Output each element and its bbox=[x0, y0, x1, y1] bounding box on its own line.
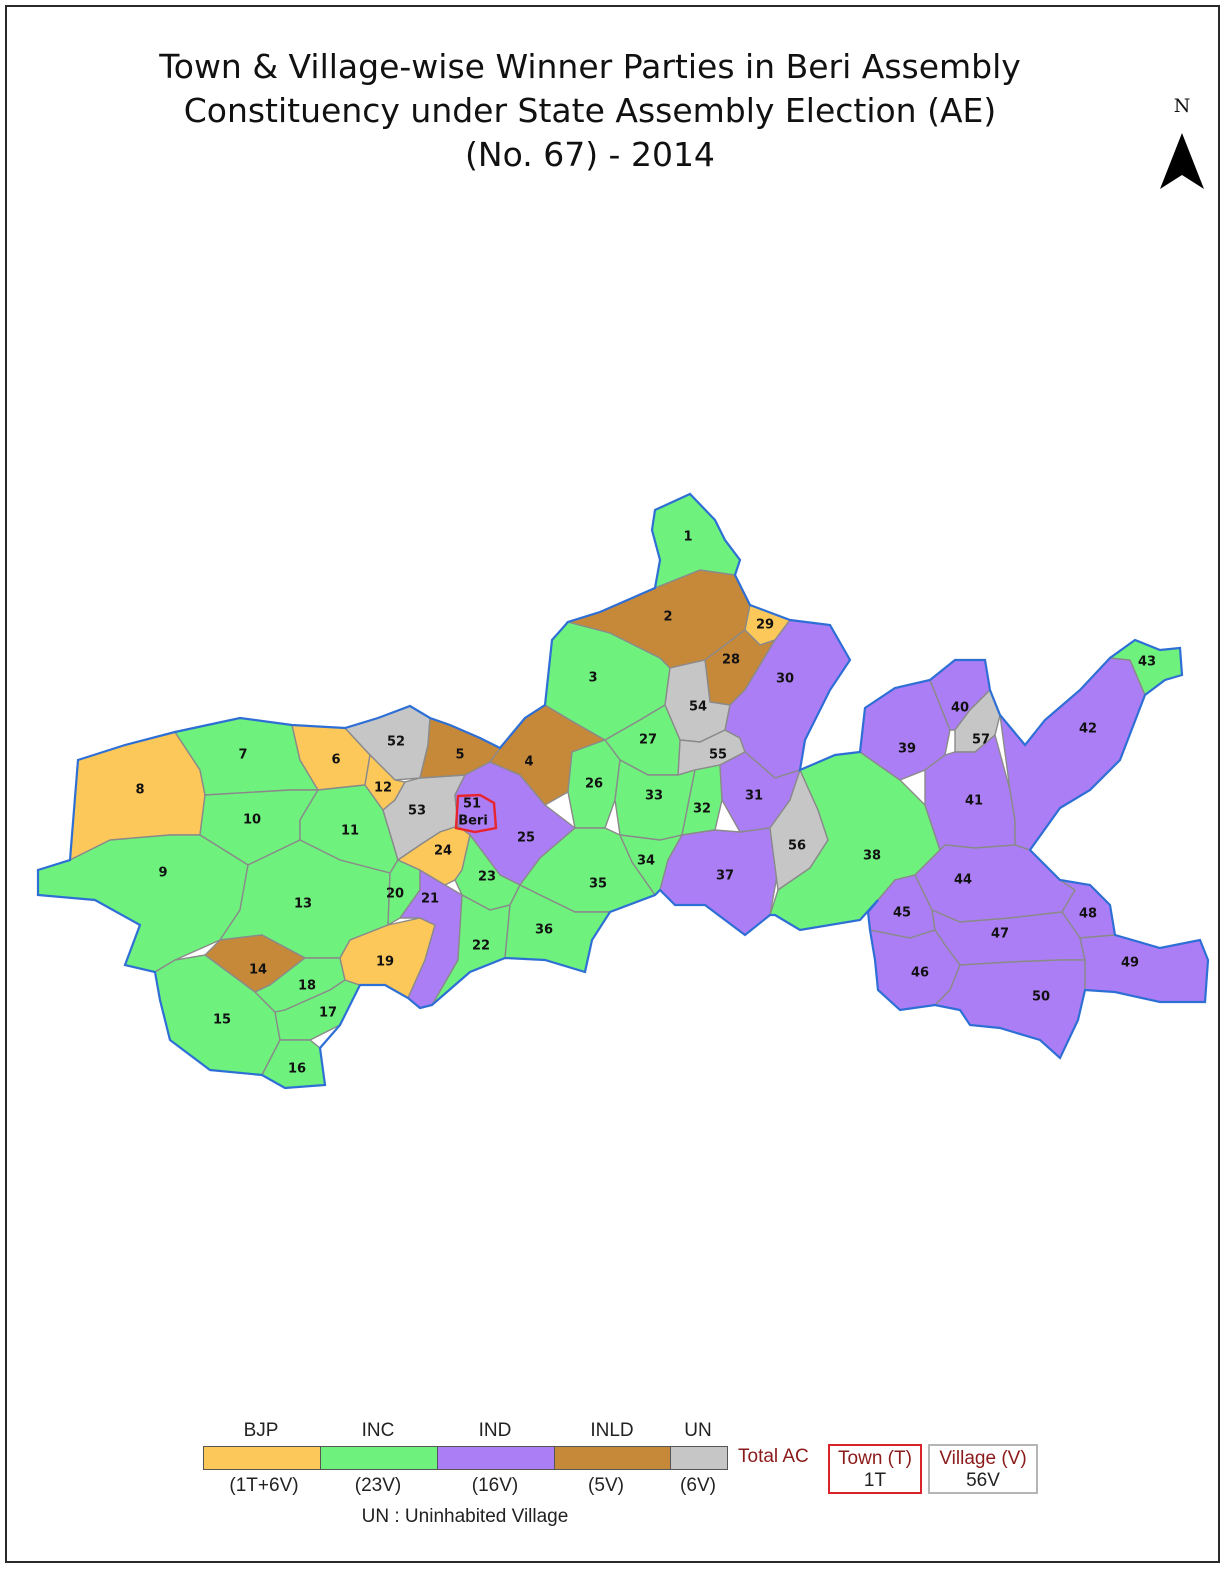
region-label-4: 4 bbox=[524, 755, 533, 770]
region-label-53: 53 bbox=[408, 804, 426, 819]
region-label-1: 1 bbox=[683, 530, 692, 545]
label-layer: 1 2 3 4 5 6 7 8 9 10 11 12 13 14 15 16 1… bbox=[135, 530, 1156, 1077]
region-layer bbox=[37, 493, 1209, 1089]
region-label-48: 48 bbox=[1079, 907, 1097, 922]
region-label-32: 32 bbox=[693, 802, 711, 817]
region-label-40: 40 bbox=[951, 701, 969, 716]
region-label-25: 25 bbox=[517, 831, 535, 846]
region-label-41: 41 bbox=[965, 794, 983, 809]
region-label-15: 15 bbox=[213, 1013, 231, 1028]
region-label-22: 22 bbox=[472, 939, 490, 954]
region-label-23: 23 bbox=[478, 870, 496, 885]
boundary-layer bbox=[36, 492, 1210, 1090]
region-44[interactable] bbox=[914, 844, 1076, 923]
title-line-3: (No. 67) - 2014 bbox=[465, 135, 715, 174]
region-label-30: 30 bbox=[776, 672, 794, 687]
legend-count-inld: (5V) bbox=[588, 1475, 624, 1496]
region-label-5: 5 bbox=[455, 748, 464, 763]
region-label-50: 50 bbox=[1032, 990, 1050, 1005]
legend-name-inld: INLD bbox=[590, 1420, 634, 1441]
region-label-8: 8 bbox=[135, 783, 144, 798]
region-label-14: 14 bbox=[249, 963, 267, 978]
village-count-value: 56V bbox=[966, 1470, 1000, 1491]
region-label-17: 17 bbox=[319, 1006, 337, 1021]
region-label-10: 10 bbox=[243, 813, 261, 828]
region-label-6: 6 bbox=[331, 753, 340, 768]
region-label-20: 20 bbox=[386, 887, 404, 902]
region-label-28: 28 bbox=[722, 653, 740, 668]
legend-count-un: (6V) bbox=[680, 1475, 716, 1496]
legend-count-bjp: (1T+6V) bbox=[229, 1475, 299, 1496]
title-line-2: Constituency under State Assembly Electi… bbox=[183, 91, 997, 130]
north-letter: N bbox=[1173, 95, 1191, 117]
region-label-39: 39 bbox=[898, 742, 916, 757]
town-boundary-beri bbox=[454, 793, 498, 834]
region-label-51: 51 bbox=[463, 797, 481, 812]
legend-name-inc: INC bbox=[361, 1420, 395, 1441]
region-label-9: 9 bbox=[158, 866, 167, 881]
region-label-54: 54 bbox=[689, 700, 707, 715]
legend-name-ind: IND bbox=[478, 1420, 512, 1441]
region-label-45: 45 bbox=[893, 906, 911, 921]
legend-name-un: UN bbox=[684, 1420, 712, 1441]
region-label-13: 13 bbox=[294, 897, 312, 912]
town-count-header: Town (T) bbox=[838, 1448, 912, 1469]
region-label-37: 37 bbox=[716, 869, 734, 884]
region-label-29: 29 bbox=[756, 618, 774, 633]
region-label-47: 47 bbox=[991, 927, 1009, 942]
village-count-box: Village (V) 56V bbox=[928, 1444, 1038, 1494]
town-count-value: 1T bbox=[863, 1470, 887, 1491]
title-line-1: Town & Village-wise Winner Parties in Be… bbox=[159, 47, 1021, 86]
region-label-31: 31 bbox=[745, 789, 763, 804]
region-label-7: 7 bbox=[238, 748, 247, 763]
map-frame bbox=[5, 5, 1220, 1563]
region-label-49: 49 bbox=[1121, 956, 1139, 971]
region-label-33: 33 bbox=[645, 789, 663, 804]
region-label-56: 56 bbox=[788, 839, 806, 854]
legend-count-inc: (23V) bbox=[354, 1475, 402, 1496]
region-label-42: 42 bbox=[1079, 722, 1097, 737]
region-label-34: 34 bbox=[637, 854, 655, 869]
region-label-46: 46 bbox=[911, 966, 929, 981]
region-label-26: 26 bbox=[585, 777, 603, 792]
legend-swatch-un bbox=[670, 1446, 728, 1470]
region-label-43: 43 bbox=[1138, 655, 1156, 670]
region-label-55: 55 bbox=[709, 748, 727, 763]
map-title: Town & Village-wise Winner Parties in Be… bbox=[80, 45, 1100, 177]
legend-count-ind: (16V) bbox=[471, 1475, 519, 1496]
region-label-35: 35 bbox=[589, 877, 607, 892]
town-count-box: Town (T) 1T bbox=[828, 1444, 922, 1494]
region-label-52: 52 bbox=[387, 735, 405, 750]
region-label-11: 11 bbox=[341, 824, 359, 839]
region-label-3: 3 bbox=[588, 671, 597, 686]
constituency-boundary-west bbox=[36, 492, 1210, 1090]
legend-name-bjp: BJP bbox=[243, 1420, 279, 1441]
region-label-24: 24 bbox=[434, 844, 452, 859]
north-arrow-icon bbox=[1160, 133, 1204, 189]
region-label-18: 18 bbox=[298, 979, 316, 994]
region-label-36: 36 bbox=[535, 923, 553, 938]
legend-swatch-inld bbox=[554, 1446, 672, 1470]
total-ac-label: Total AC bbox=[738, 1446, 809, 1467]
region-label-21: 21 bbox=[421, 892, 439, 907]
north-arrow: N bbox=[1152, 95, 1212, 200]
legend-swatch-ind bbox=[437, 1446, 555, 1470]
region-label-19: 19 bbox=[376, 955, 394, 970]
legend-note: UN : Uninhabited Village bbox=[361, 1506, 569, 1527]
region-label-2: 2 bbox=[663, 610, 672, 625]
region-label-38: 38 bbox=[863, 849, 881, 864]
legend-swatch-bjp bbox=[203, 1446, 321, 1470]
legend-swatch-inc bbox=[320, 1446, 438, 1470]
town-label-beri: Beri bbox=[458, 814, 488, 829]
region-label-44: 44 bbox=[954, 873, 972, 888]
region-label-57: 57 bbox=[972, 733, 990, 748]
region-label-16: 16 bbox=[288, 1062, 306, 1077]
region-label-27: 27 bbox=[639, 733, 657, 748]
region-label-12: 12 bbox=[374, 781, 392, 796]
village-count-header: Village (V) bbox=[939, 1448, 1027, 1469]
